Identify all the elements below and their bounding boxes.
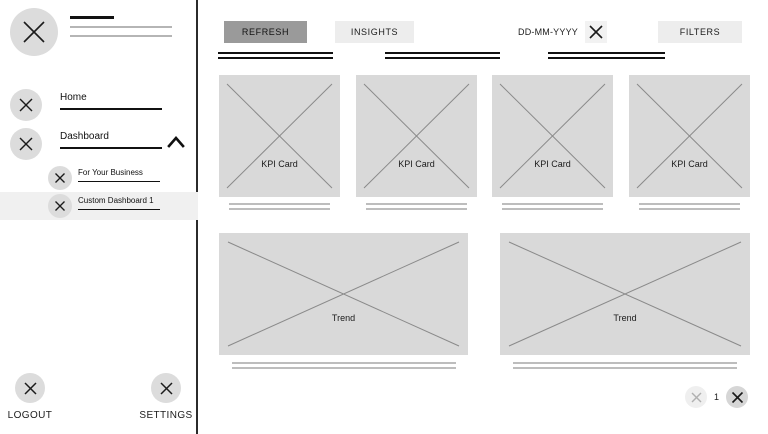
kpi-card[interactable]: KPI Card [492, 75, 613, 197]
sidebar-item-label: For Your Business [78, 168, 160, 182]
sidebar-item-for-your-business[interactable]: For Your Business [0, 164, 198, 192]
logo-x-icon [10, 8, 58, 56]
logo-line-secondary [70, 26, 172, 28]
logo-line-primary [70, 16, 114, 19]
kpi-card-rule [502, 203, 603, 210]
kpi-card-label: KPI Card [398, 159, 435, 169]
sidebar-item-home[interactable]: Home [0, 86, 198, 124]
trend-card[interactable]: Trend [500, 233, 750, 355]
date-picker[interactable]: DD-MM-YYYY [518, 21, 607, 43]
circle-x-icon [15, 373, 45, 403]
kpi-card[interactable]: KPI Card [219, 75, 340, 197]
calendar-x-icon[interactable] [585, 21, 607, 43]
main-content: REFRESH INSIGHTS DD-MM-YYYY FILTERS KPI … [200, 0, 768, 434]
sidebar-item-dashboard[interactable]: Dashboard [0, 125, 198, 163]
header-rule-3 [548, 52, 665, 59]
chevron-up-icon[interactable] [166, 135, 186, 153]
placeholder-cross-icon [226, 83, 333, 189]
kpi-card[interactable]: KPI Card [356, 75, 477, 197]
circle-x-icon [10, 89, 42, 121]
pagination: 1 [685, 386, 749, 408]
sidebar-item-label: Home [60, 92, 162, 110]
kpi-card-label: KPI Card [671, 159, 708, 169]
kpi-card-label: KPI Card [261, 159, 298, 169]
trend-card-rule [232, 362, 456, 369]
date-value: DD-MM-YYYY [518, 27, 578, 37]
trend-card-label: Trend [331, 313, 356, 323]
logout-label: LOGOUT [7, 410, 53, 421]
kpi-card[interactable]: KPI Card [629, 75, 750, 197]
kpi-card-rule [639, 203, 740, 210]
placeholder-cross-icon [227, 241, 460, 347]
placeholder-cross-icon [508, 241, 742, 347]
logo-placeholder-lines [70, 16, 172, 44]
trend-card-rule [513, 362, 737, 369]
trend-card-label: Trend [613, 313, 637, 323]
logo-line-tertiary [70, 35, 172, 37]
pagination-prev-icon[interactable] [685, 386, 707, 408]
kpi-card-rule [366, 203, 467, 210]
kpi-card-rule [229, 203, 330, 210]
header-rule-1 [218, 52, 333, 59]
pagination-next-icon[interactable] [726, 386, 749, 408]
insights-button[interactable]: INSIGHTS [335, 21, 414, 43]
trend-card[interactable]: Trend [219, 233, 468, 355]
settings-label: SETTINGS [139, 410, 193, 421]
kpi-card-label: KPI Card [534, 159, 571, 169]
refresh-button[interactable]: REFRESH [224, 21, 307, 43]
sidebar-item-label: Custom Dashboard 1 [78, 196, 160, 210]
sidebar: Home Dashboard [0, 0, 198, 434]
placeholder-cross-icon [499, 83, 606, 189]
placeholder-cross-icon [636, 83, 743, 189]
circle-x-icon [10, 128, 42, 160]
sidebar-item-label: Dashboard [60, 131, 162, 149]
pagination-page-number: 1 [714, 392, 720, 402]
logout-button[interactable]: LOGOUT [0, 373, 70, 421]
settings-button[interactable]: SETTINGS [126, 373, 206, 421]
filters-button[interactable]: FILTERS [658, 21, 742, 43]
circle-x-icon [48, 166, 72, 190]
sidebar-logo[interactable] [10, 8, 190, 58]
circle-x-icon [151, 373, 181, 403]
sidebar-item-custom-dashboard-1[interactable]: Custom Dashboard 1 [0, 192, 198, 220]
circle-x-icon [48, 194, 72, 218]
header-rule-2 [385, 52, 500, 59]
placeholder-cross-icon [363, 83, 470, 189]
